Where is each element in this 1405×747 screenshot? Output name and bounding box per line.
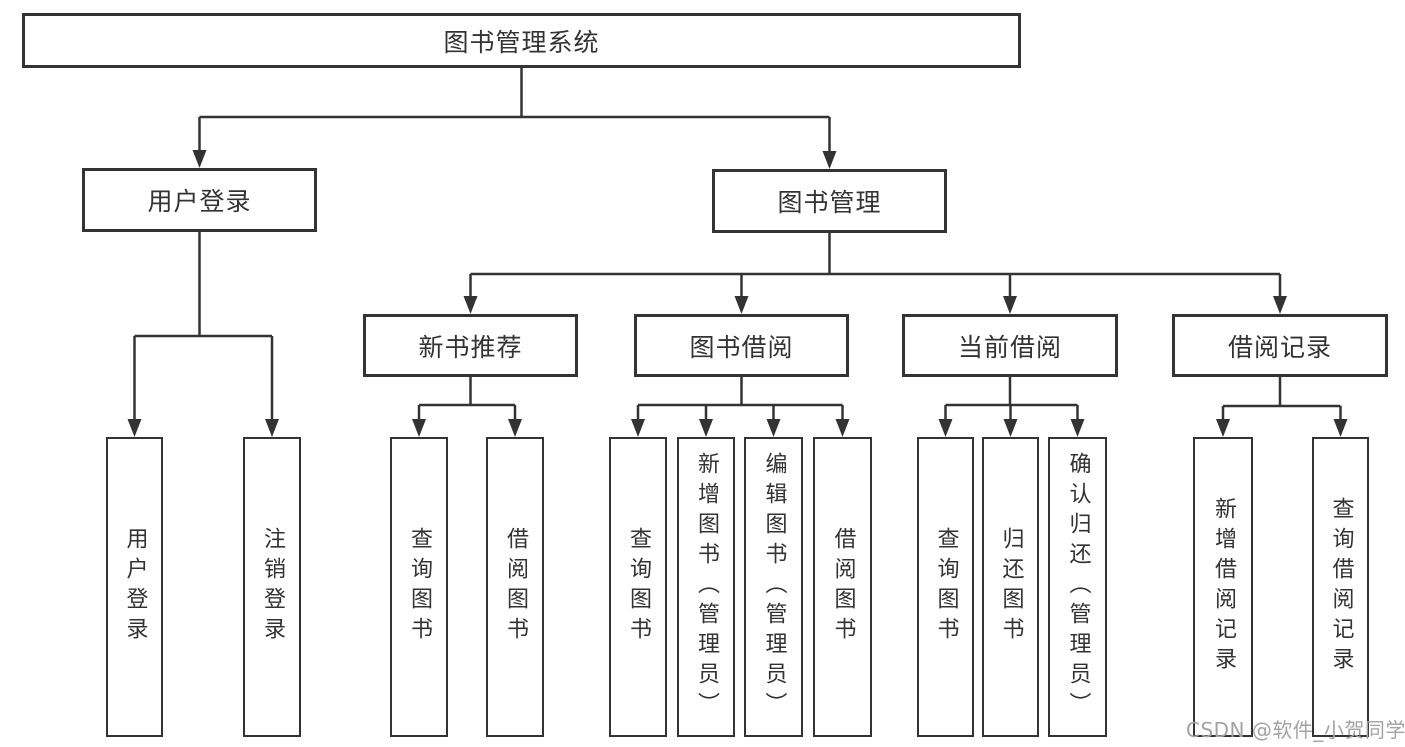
arrow-icon <box>412 419 426 437</box>
arrow-icon <box>1333 419 1348 437</box>
leaf-user-login: 用户登录 <box>106 437 163 737</box>
leaf-query-borrow-record: 查询借阅记录 <box>1312 437 1369 737</box>
node-current-borrow: 当前借阅 <box>902 314 1118 377</box>
arrowheads <box>127 150 1348 437</box>
arrow-icon <box>463 296 478 314</box>
arrow-icon <box>265 419 279 437</box>
node-borrow-records: 借阅记录 <box>1172 314 1388 377</box>
arrow-icon <box>699 419 713 437</box>
leaf-return-book: 归还图书 <box>982 437 1039 737</box>
node-book-management: 图书管理 <box>712 169 947 233</box>
leaf-edit-book-admin: 编辑图书（管理员） <box>744 437 803 737</box>
arrow-icon <box>1216 419 1230 437</box>
leaf-query-books-recommend: 查询图书 <box>390 437 448 737</box>
arrow-icon <box>508 419 522 437</box>
arrow-icon <box>631 419 645 437</box>
arrow-icon <box>734 296 749 314</box>
leaf-logout-login: 注销登录 <box>243 437 301 737</box>
leaf-confirm-return-admin: 确认归还（管理员） <box>1048 437 1107 737</box>
arrow-icon <box>822 151 837 169</box>
node-new-book-recommend: 新书推荐 <box>363 314 578 377</box>
node-book-borrow: 图书借阅 <box>634 314 849 377</box>
leaf-borrow-books-borrow: 借阅图书 <box>813 437 872 737</box>
leaf-add-book-admin: 新增图书（管理员） <box>677 437 735 737</box>
leaf-add-borrow-record: 新增借阅记录 <box>1193 437 1253 737</box>
leaf-borrow-books-recommend: 借阅图书 <box>486 437 544 737</box>
arrow-icon <box>1003 296 1017 314</box>
leaf-query-books-borrow: 查询图书 <box>609 437 667 737</box>
arrow-icon <box>192 150 207 168</box>
arrow-icon <box>835 419 850 437</box>
watermark: CSDN @软件_小贺同学 <box>1186 718 1405 742</box>
node-library-management-system: 图书管理系统 <box>22 13 1021 68</box>
leaf-query-books-current: 查询图书 <box>917 437 974 737</box>
connector-path <box>133 68 1342 421</box>
arrow-icon <box>127 419 142 437</box>
arrow-icon <box>1273 296 1287 314</box>
arrow-icon <box>1003 419 1018 437</box>
arrow-icon <box>1070 419 1085 437</box>
node-user-login: 用户登录 <box>82 168 317 232</box>
arrow-icon <box>938 419 953 437</box>
arrow-icon <box>766 419 781 437</box>
